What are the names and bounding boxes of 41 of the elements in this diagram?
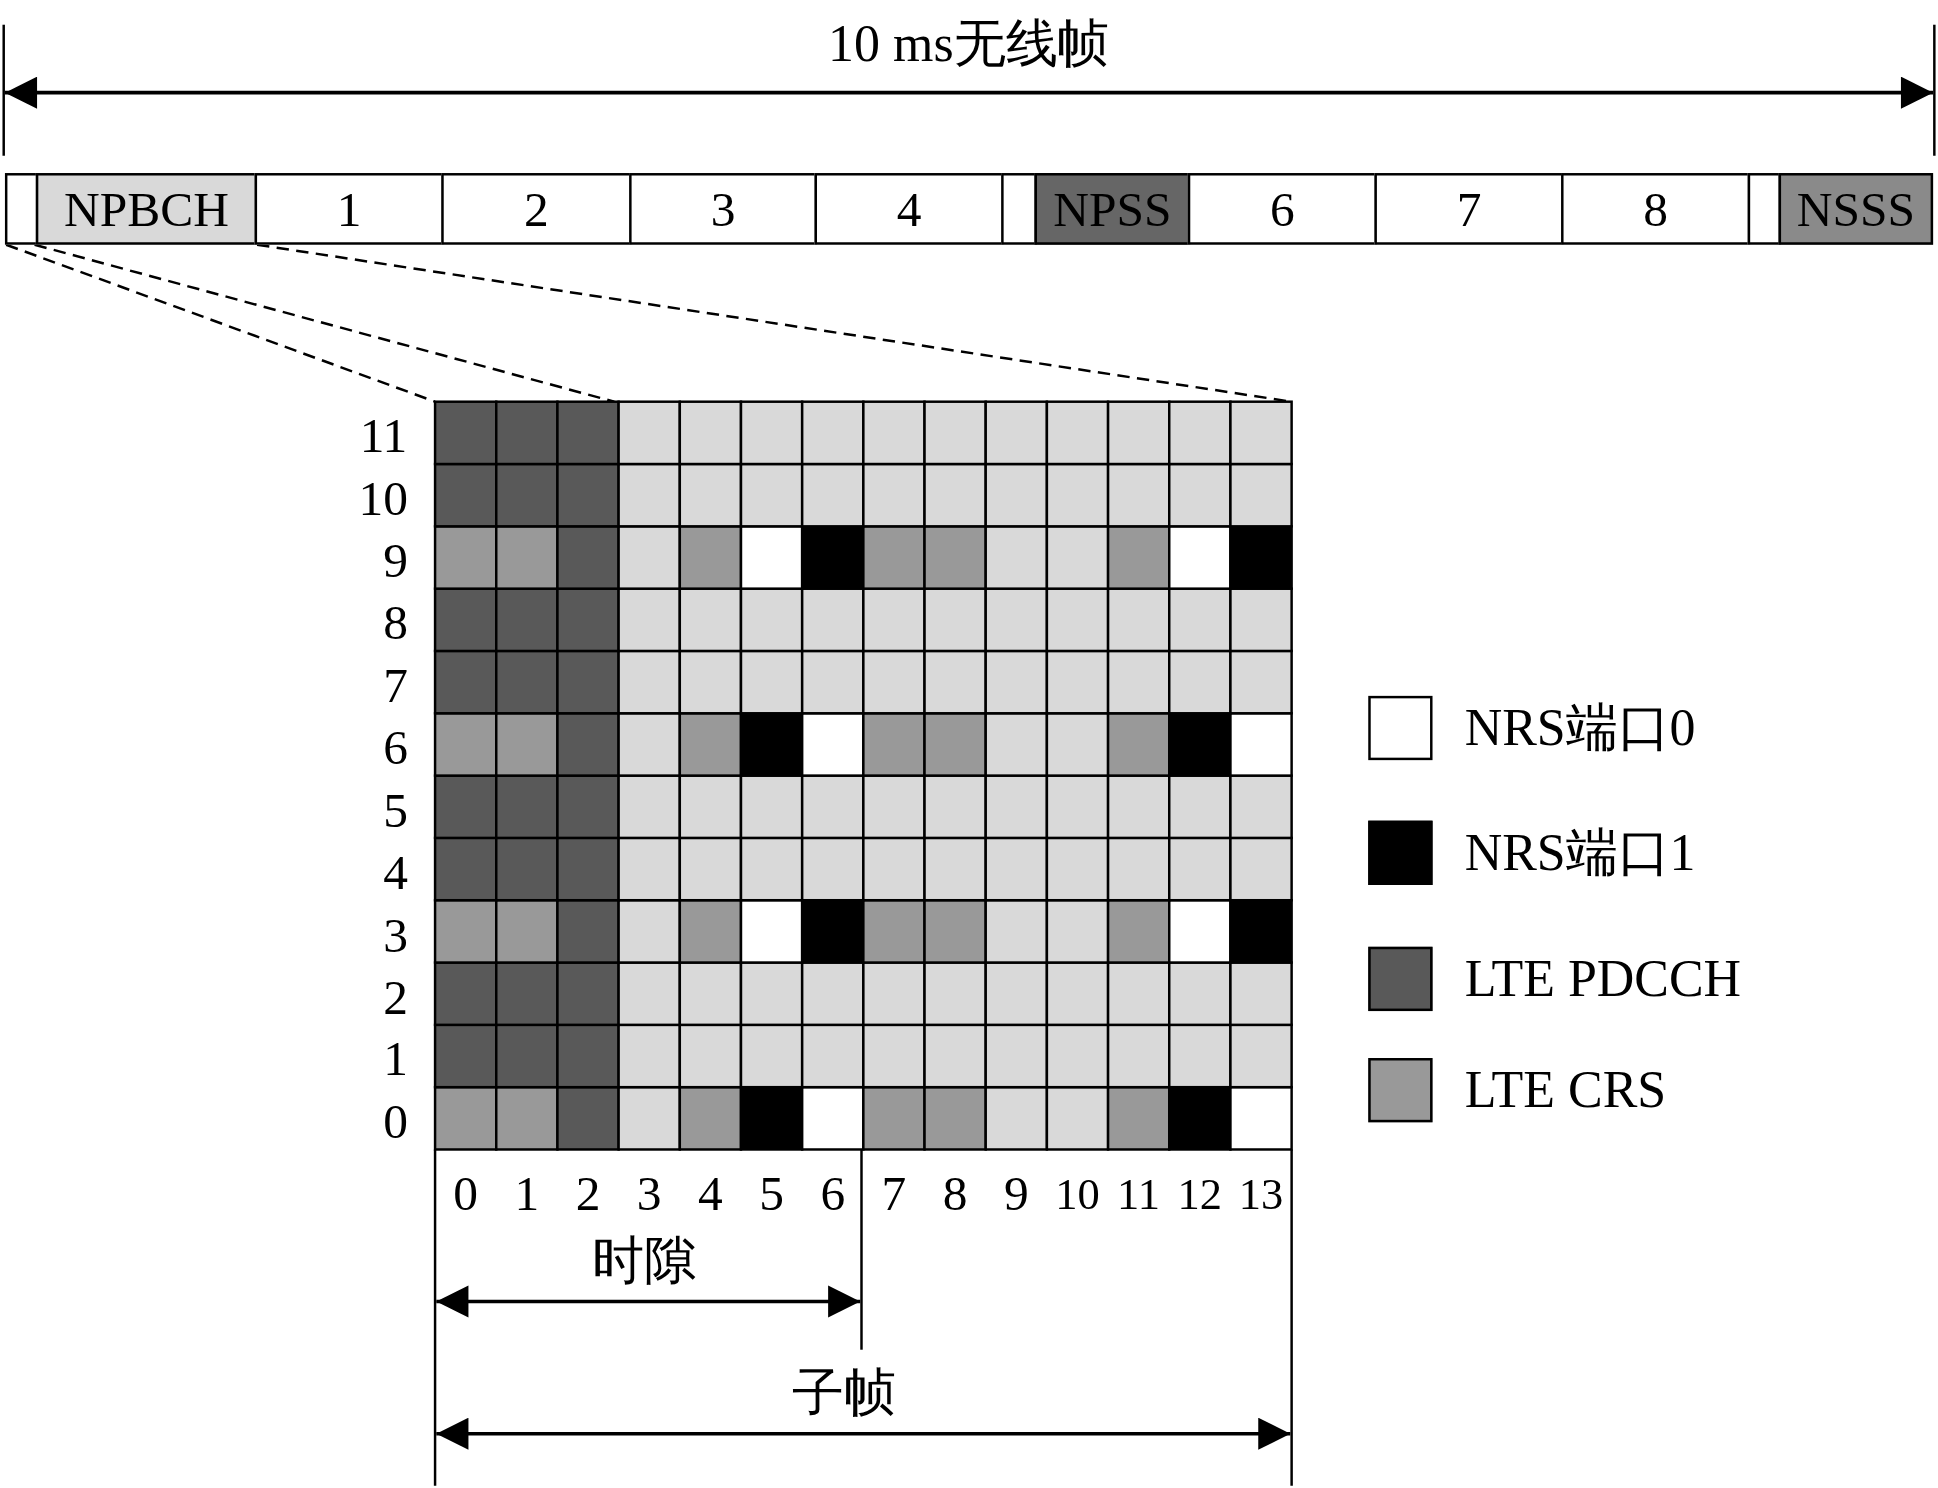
column-number: 3 bbox=[636, 1169, 662, 1219]
dimension-label: 时隙 bbox=[592, 1234, 696, 1287]
row-number: 2 bbox=[383, 972, 408, 1023]
legend-label: NRS端口0 bbox=[1464, 702, 1696, 754]
row-number: 5 bbox=[383, 785, 408, 836]
row-number: 7 bbox=[383, 661, 408, 711]
column-number: 1 bbox=[514, 1169, 540, 1219]
subframe-box: 7 bbox=[1374, 173, 1564, 245]
row-number: 10 bbox=[358, 474, 408, 524]
dimension-label: 10 ms无线帧 bbox=[828, 17, 1110, 70]
subframe-box: 2 bbox=[441, 173, 632, 245]
column-number: 0 bbox=[453, 1169, 478, 1219]
column-number: 8 bbox=[942, 1169, 968, 1219]
subframe-box: 4 bbox=[814, 173, 1004, 245]
row-number: 1 bbox=[383, 1035, 408, 1085]
subframe-box: 6 bbox=[1187, 173, 1377, 245]
column-number: 4 bbox=[698, 1169, 723, 1219]
row-number: 9 bbox=[383, 536, 408, 586]
signal-block: NSSS bbox=[1778, 173, 1934, 245]
subframe-box: 3 bbox=[629, 173, 817, 245]
dimension-label: 子帧 bbox=[792, 1367, 897, 1419]
column-number: 10 bbox=[1055, 1171, 1100, 1217]
legend-label: LTE PDCCH bbox=[1464, 952, 1742, 1005]
legend-label: NRS端口1 bbox=[1464, 826, 1696, 879]
column-number: 11 bbox=[1117, 1171, 1160, 1217]
column-number: 12 bbox=[1177, 1171, 1223, 1217]
column-number: 5 bbox=[759, 1169, 784, 1219]
column-number: 6 bbox=[820, 1169, 846, 1219]
subframe-box: 1 bbox=[254, 173, 444, 245]
legend-label: LTE CRS bbox=[1464, 1064, 1667, 1117]
column-number: 2 bbox=[575, 1169, 601, 1219]
column-number: 9 bbox=[1003, 1169, 1029, 1219]
column-number: 7 bbox=[881, 1169, 907, 1219]
row-number: 6 bbox=[383, 723, 408, 773]
column-number: 13 bbox=[1238, 1171, 1284, 1217]
row-number: 11 bbox=[359, 411, 408, 462]
row-number: 8 bbox=[383, 598, 408, 649]
subframe-box bbox=[1001, 173, 1037, 245]
row-number: 3 bbox=[383, 910, 408, 960]
row-number: 0 bbox=[383, 1097, 408, 1147]
row-number: 4 bbox=[383, 848, 408, 898]
